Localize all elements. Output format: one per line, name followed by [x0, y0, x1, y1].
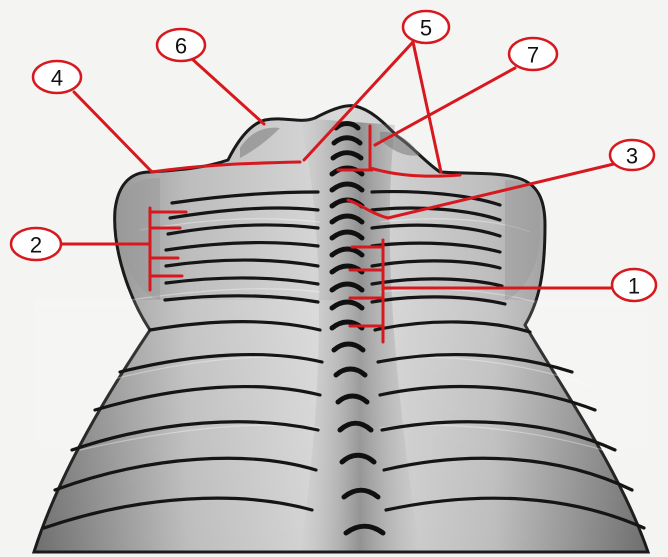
callout-4: 4 [33, 61, 81, 93]
callout-1: 1 [612, 269, 656, 301]
callout-6: 6 [157, 29, 205, 61]
callout-3: 3 [610, 140, 654, 170]
callout-6-label: 6 [175, 34, 187, 59]
callout-3-label: 3 [626, 144, 638, 169]
callout-2: 2 [11, 228, 61, 260]
callout-5-label: 5 [420, 16, 432, 41]
callout-7-label: 7 [527, 43, 539, 68]
callout-2-label: 2 [30, 233, 42, 258]
callout-1-label: 1 [628, 274, 640, 299]
callout-7: 7 [509, 38, 557, 70]
callout-4-label: 4 [51, 66, 63, 91]
callout-5: 5 [403, 11, 449, 43]
